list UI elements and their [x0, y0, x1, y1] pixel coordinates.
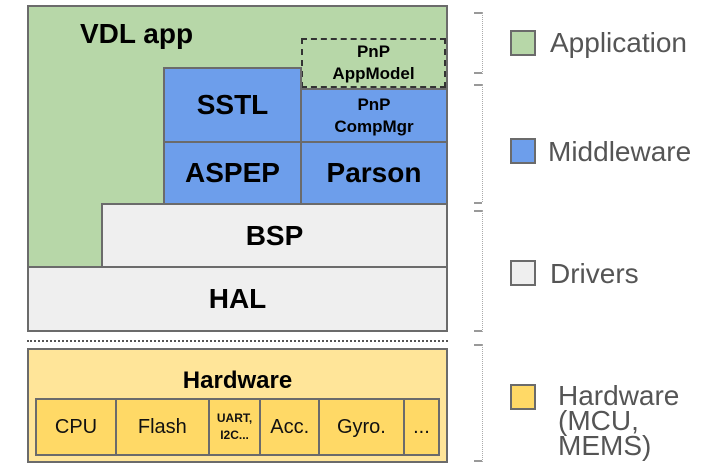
bracket-tick [474, 210, 482, 212]
bracket-tick [474, 330, 482, 332]
aspep-block: ASPEP [163, 141, 302, 205]
hardware-components-row: CPU Flash UART, I2C... Acc. Gyro. ... [35, 398, 440, 456]
legend-label-middleware: Middleware [548, 136, 692, 167]
hardware-cell-cpu: CPU [37, 400, 117, 454]
pnp-compmgr-block: PnP CompMgr [300, 88, 448, 143]
legend-label-hardware: Hardware (MCU, MEMS) [558, 380, 680, 461]
legend-label-application: Application [550, 27, 687, 58]
sstl-block: SSTL [163, 67, 302, 143]
hardware-cell-more: ... [413, 415, 430, 438]
hardware-cell-uart-i2c: UART, I2C... [210, 400, 262, 454]
layer-separator [27, 340, 448, 342]
bracket-middleware [482, 84, 483, 202]
bracket-tick [474, 460, 482, 462]
bracket-tick [474, 72, 482, 74]
pnp-appmodel-box: PnP AppModel [301, 38, 446, 88]
bracket-application [482, 12, 483, 74]
legend: Application Middleware Drivers Hardware … [505, 0, 720, 469]
bracket-tick [474, 202, 482, 204]
legend-swatch-application [510, 30, 536, 56]
hardware-cell-gyro: Gyro. [320, 400, 405, 454]
bsp-block: BSP [101, 203, 448, 268]
hardware-label: Hardware [182, 367, 293, 394]
vdl-app-label: VDL app [80, 18, 194, 49]
hardware-cell-acc: Acc. [261, 400, 320, 454]
bracket-hardware [482, 344, 483, 462]
bracket-tick [474, 344, 482, 346]
parson-block: Parson [300, 141, 448, 205]
legend-swatch-drivers [510, 260, 536, 286]
legend-swatch-middleware [510, 138, 536, 164]
bracket-drivers [482, 210, 483, 332]
hardware-cell-flash: Flash [117, 400, 210, 454]
legend-label-drivers: Drivers [550, 258, 639, 289]
bracket-tick [474, 12, 482, 14]
legend-swatch-hardware [510, 384, 536, 410]
bracket-tick [474, 84, 482, 86]
hal-block: HAL [27, 266, 448, 332]
